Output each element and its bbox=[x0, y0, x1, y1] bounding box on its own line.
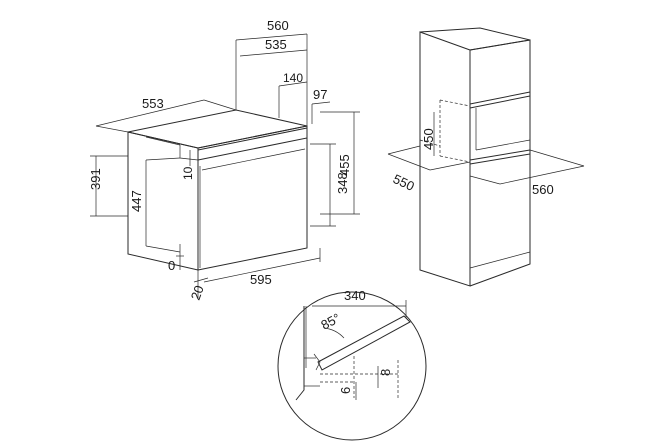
dim-348: 348 bbox=[335, 172, 350, 194]
dim-97: 97 bbox=[313, 87, 327, 102]
oven-control-panel bbox=[197, 127, 308, 161]
dim-550: 550 bbox=[391, 171, 417, 194]
dim-10: 10 bbox=[181, 166, 195, 180]
dim-85deg: 85° bbox=[318, 310, 342, 332]
dim-391: 391 bbox=[88, 168, 103, 190]
open-door bbox=[317, 315, 411, 371]
oven-front-face bbox=[197, 125, 308, 271]
dim-450: 450 bbox=[421, 128, 436, 150]
detail-circle bbox=[277, 291, 427, 441]
dim-340: 340 bbox=[344, 288, 366, 303]
dim-8: 8 bbox=[378, 369, 393, 376]
dim-6: 6 bbox=[338, 387, 353, 394]
dim-553: 553 bbox=[142, 96, 164, 111]
dim-560-right: 560 bbox=[532, 182, 554, 197]
dim-560-top: 560 bbox=[267, 18, 289, 33]
oven-view: 560 535 140 97 553 391 447 10 348 bbox=[88, 18, 360, 302]
door-detail: 340 85° 6 8 bbox=[277, 288, 427, 441]
cabinet-outline bbox=[419, 31, 471, 287]
dim-140: 140 bbox=[283, 71, 303, 85]
dim-595: 595 bbox=[250, 272, 272, 287]
dim-447: 447 bbox=[129, 190, 144, 212]
dim-0: 0 bbox=[168, 258, 175, 273]
dim-455: 455 bbox=[337, 154, 352, 176]
dim-20: 20 bbox=[188, 283, 207, 302]
cabinet-view: 450 550 560 bbox=[387, 27, 585, 287]
dim-535: 535 bbox=[265, 37, 287, 52]
oven-top-face bbox=[127, 109, 308, 149]
